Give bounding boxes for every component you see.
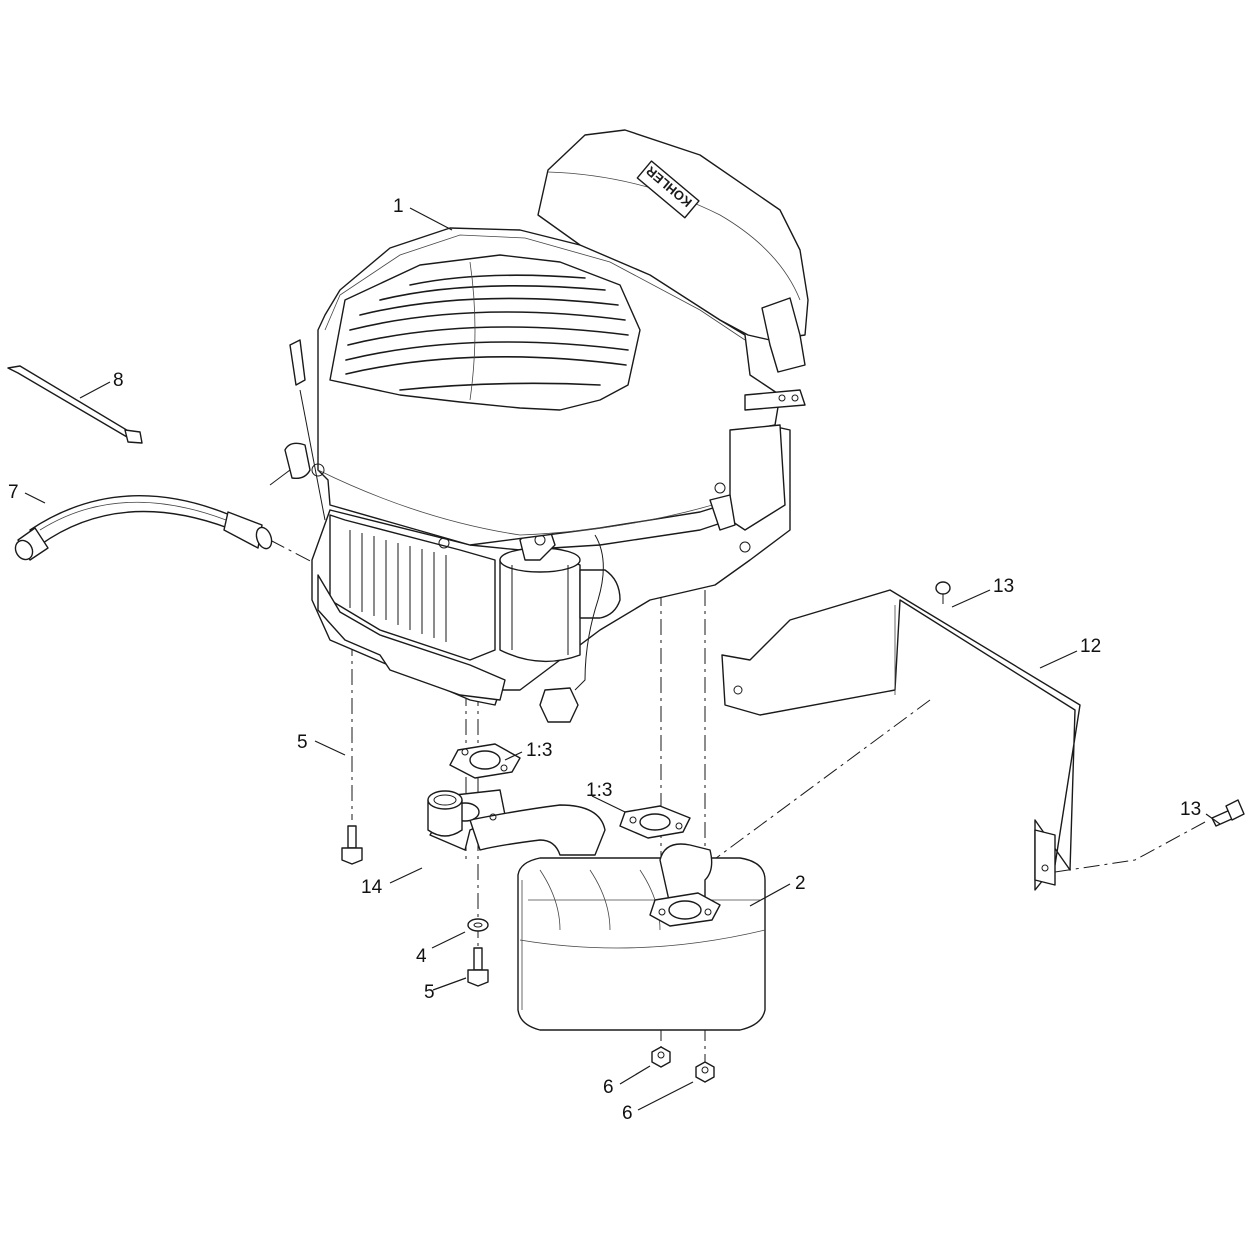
callout-screw-top: 13	[993, 576, 1014, 597]
callout-muffler: 2	[795, 873, 806, 894]
callout-heat-shield: 12	[1080, 636, 1101, 657]
cooling-fins	[349, 530, 447, 642]
callout-bolt-left: 5	[297, 732, 308, 753]
muffler	[429, 789, 766, 1031]
callout-bolt-lower: 5	[424, 982, 435, 1003]
exhaust-gasket-upper	[449, 743, 521, 779]
fuel-hose	[14, 495, 273, 561]
callout-nut-right: 6	[622, 1103, 633, 1124]
bolt-left	[341, 825, 363, 865]
bolt-lower	[467, 947, 489, 987]
callout-spacer: 14	[361, 877, 383, 898]
screw-top	[935, 581, 951, 604]
spacer	[427, 790, 463, 837]
washer	[467, 918, 489, 932]
callout-engine: 1	[393, 196, 404, 217]
callout-screw-right: 13	[1180, 799, 1201, 820]
heat-shield	[721, 589, 1081, 891]
callout-gasket-upper: 1:3	[526, 740, 552, 761]
engine-assembly: KOHLER	[269, 129, 809, 723]
callout-cable-tie: 8	[113, 370, 124, 391]
exhaust-gasket-right	[619, 805, 691, 839]
cable-tie	[7, 365, 143, 444]
air-intake-grille	[329, 254, 641, 411]
callout-fuel-hose: 7	[8, 482, 19, 503]
nut-right	[695, 1061, 715, 1083]
leader-lines	[24, 207, 1221, 1111]
nut-left	[651, 1046, 671, 1068]
callout-nut-left: 6	[603, 1077, 614, 1098]
callout-labels: 1 8 7 1:3 1:3 5 14 4 5 6 6 2 12 13 13	[8, 196, 1201, 1124]
callout-washer: 4	[416, 946, 427, 967]
callout-gasket-right: 1:3	[586, 780, 612, 801]
